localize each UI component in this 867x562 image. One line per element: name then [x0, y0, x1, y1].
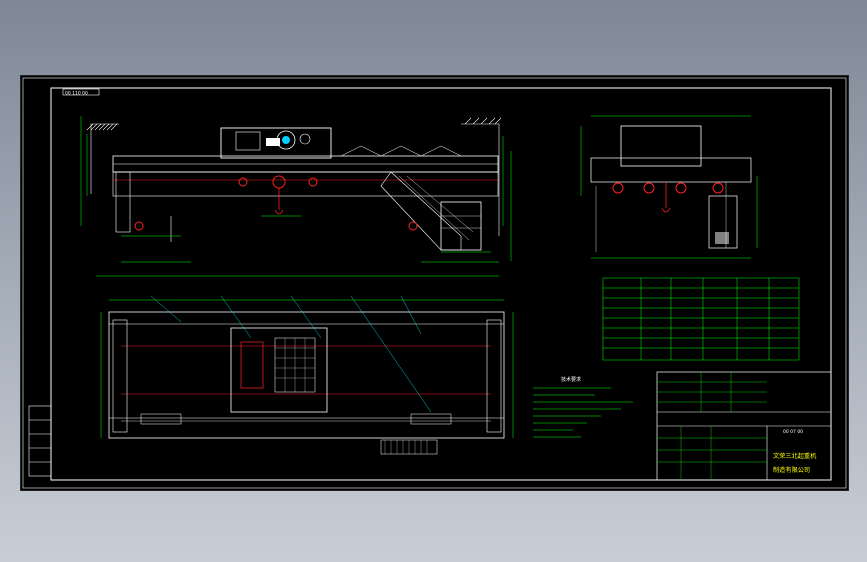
notes-heading: 技术要求 [561, 376, 581, 383]
title-block: 文荣三北起重机 制造有限公司 00 07 00 [656, 371, 832, 481]
drawing-number: 00 07 00 [783, 429, 803, 435]
plan-end-truck-left [112, 319, 128, 433]
plan-trolley [230, 327, 328, 413]
elevation-view [80, 116, 512, 277]
side-view [580, 115, 758, 259]
side-cab [708, 195, 738, 249]
scale-block [62, 88, 100, 96]
elevation-dimensions [80, 116, 512, 277]
plan-leaders [150, 295, 432, 413]
outer-border [22, 77, 847, 489]
revision-strip [28, 405, 52, 477]
scale-block-text: 00 110 00 [65, 91, 88, 97]
plan-dimensions [100, 299, 514, 438]
wall-right [461, 117, 502, 236]
parameter-table [602, 277, 800, 361]
sheet-border [50, 87, 832, 481]
operator-cab [440, 201, 482, 251]
company-line-2: 制造有限公司 [773, 466, 810, 474]
crane-drawing-sheet: 00 110 00 [22, 77, 847, 489]
support-truss [380, 171, 462, 251]
trolley-body [220, 127, 332, 159]
company-line-1: 文荣三北起重机 [773, 452, 817, 460]
cad-viewport[interactable]: 00 110 00 [20, 75, 849, 491]
plan-view [100, 295, 514, 455]
plan-end-truck-right [486, 319, 502, 433]
side-trolley [620, 125, 702, 167]
end-carriage-left [115, 171, 131, 233]
plan-outline [108, 311, 505, 439]
trolley-drum [282, 136, 290, 144]
wall-left [86, 123, 119, 194]
hook [274, 209, 284, 215]
technical-notes: 技术要求 [533, 376, 633, 438]
side-dimensions [580, 115, 758, 259]
